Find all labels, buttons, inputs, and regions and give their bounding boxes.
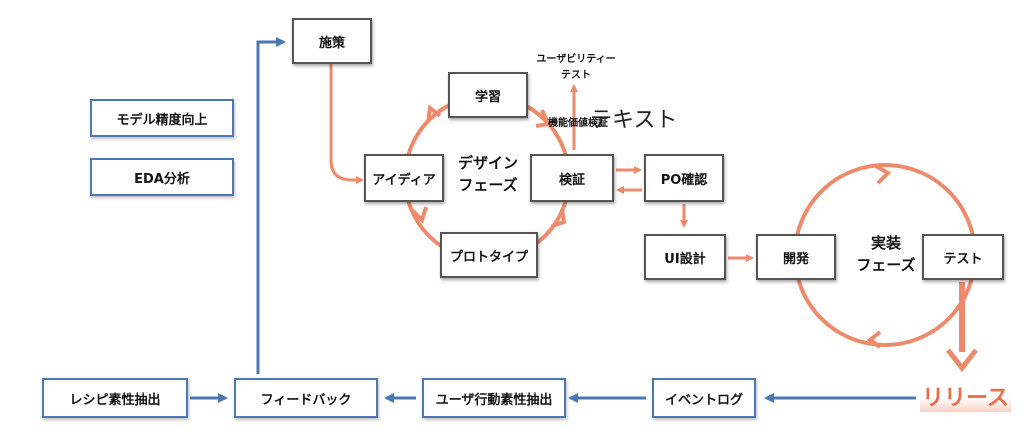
orange-connectors xyxy=(329,64,754,262)
node-label: モデル精度向上 xyxy=(116,112,208,128)
cycle-arrowhead xyxy=(426,104,442,123)
node-label: ユーザ行動素性抽出 xyxy=(435,392,553,408)
node-label: 学習 xyxy=(474,89,501,105)
node-shisaku[interactable]: 施策 xyxy=(292,18,372,64)
impl-phase-line1: 実装 xyxy=(870,234,901,252)
design-phase-line2: フェーズ xyxy=(458,176,518,194)
node-label: フィードバック xyxy=(260,392,352,408)
cycle-arrowhead xyxy=(410,206,428,224)
node-label: プロトタイプ xyxy=(449,249,528,265)
node-label: レシピ素性抽出 xyxy=(69,392,161,408)
node-label: テスト xyxy=(943,251,983,267)
impl-phase-line2: フェーズ xyxy=(856,256,916,274)
node-feedback[interactable]: フィードバック xyxy=(234,378,378,418)
usability-line1: ユーザビリティー xyxy=(536,54,616,65)
node-idea[interactable]: アイディア xyxy=(364,154,444,202)
design-phase-label: デザイン フェーズ xyxy=(448,152,528,196)
usability-test-label: ユーザビリティー テスト xyxy=(526,52,626,84)
node-recipe-extract[interactable]: レシピ素性抽出 xyxy=(42,378,188,418)
arrow-test-to-release-head xyxy=(946,348,978,373)
node-ui-design[interactable]: UI設計 xyxy=(644,234,726,280)
arrow-shisaku-to-idea xyxy=(329,64,364,184)
cycle-arrowhead xyxy=(874,164,892,185)
release-label: リリース xyxy=(920,380,1011,412)
node-po-check[interactable]: PO確認 xyxy=(644,154,724,202)
node-label: PO確認 xyxy=(660,172,708,188)
node-label: EDA分析 xyxy=(134,171,190,187)
node-eda[interactable]: EDA分析 xyxy=(90,158,234,196)
node-label: UI設計 xyxy=(664,251,706,267)
node-kaihatsu[interactable]: 開発 xyxy=(756,234,836,280)
cycle-arrowhead xyxy=(551,208,567,228)
node-kensho[interactable]: 検証 xyxy=(530,154,614,202)
function-value-label: 機能価値検証 xyxy=(548,118,608,129)
node-model-accuracy[interactable]: モデル精度向上 xyxy=(90,99,234,137)
blue-connectors xyxy=(190,37,916,403)
cycle-arrowhead xyxy=(535,109,551,128)
node-label: アイディア xyxy=(372,172,436,188)
arrow-feedback-to-shisaku xyxy=(256,37,286,374)
text-label: テキスト xyxy=(590,108,678,133)
node-test[interactable]: テスト xyxy=(922,234,1004,280)
cycle-arrowhead xyxy=(866,330,882,349)
node-gakushu[interactable]: 学習 xyxy=(448,72,528,118)
node-prototype[interactable]: プロトタイプ xyxy=(440,232,538,278)
node-label: 施策 xyxy=(318,35,345,51)
node-label: 開発 xyxy=(782,251,809,267)
usability-line2: テスト xyxy=(561,70,591,81)
impl-phase-label: 実装 フェーズ xyxy=(846,232,926,276)
node-label: 検証 xyxy=(558,172,585,188)
node-label: イベントログ xyxy=(664,392,743,408)
node-event-log[interactable]: イベントログ xyxy=(652,378,756,418)
node-user-extract[interactable]: ユーザ行動素性抽出 xyxy=(422,378,566,418)
design-phase-line1: デザイン xyxy=(457,154,518,172)
